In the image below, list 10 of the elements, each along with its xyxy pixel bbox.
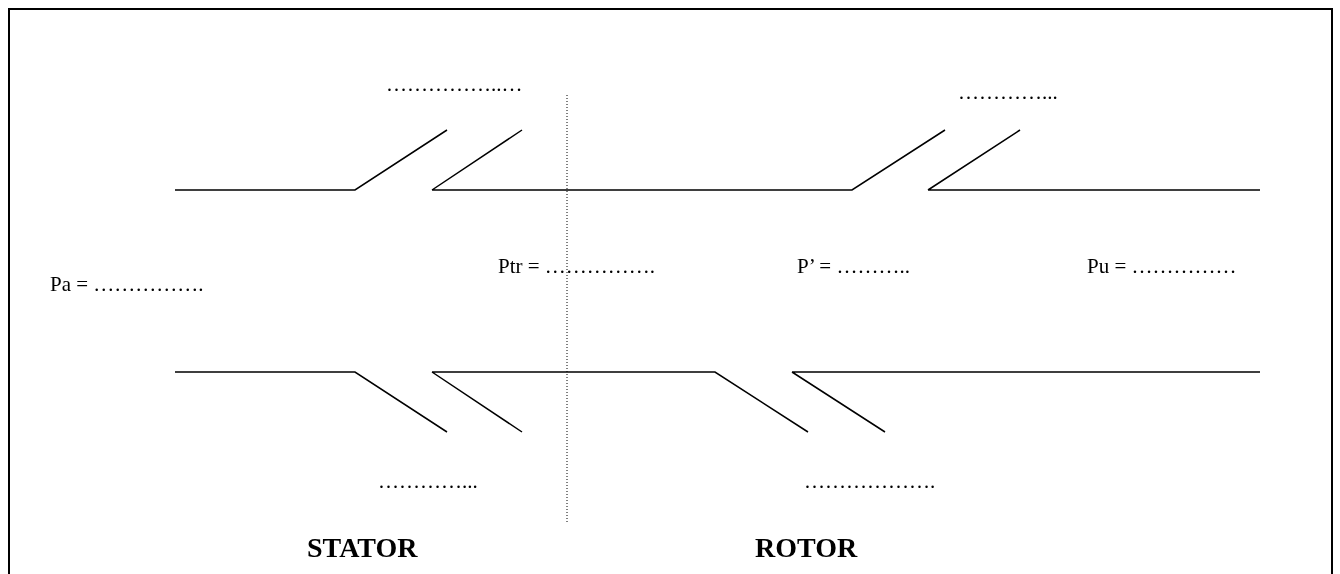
value-label: Pu = …………… xyxy=(1087,256,1237,277)
value-label: Pa = ……………. xyxy=(50,274,204,295)
value-label: ……………..… xyxy=(386,74,523,95)
value-label: ………………. xyxy=(804,471,936,492)
section-label: ROTOR xyxy=(755,534,858,562)
value-label: …………... xyxy=(378,471,478,492)
section-label: STATOR xyxy=(307,534,418,562)
value-label: …………... xyxy=(958,82,1058,103)
value-label: Ptr = ……………. xyxy=(498,256,656,277)
value-label: P’ = ……….. xyxy=(797,256,910,277)
